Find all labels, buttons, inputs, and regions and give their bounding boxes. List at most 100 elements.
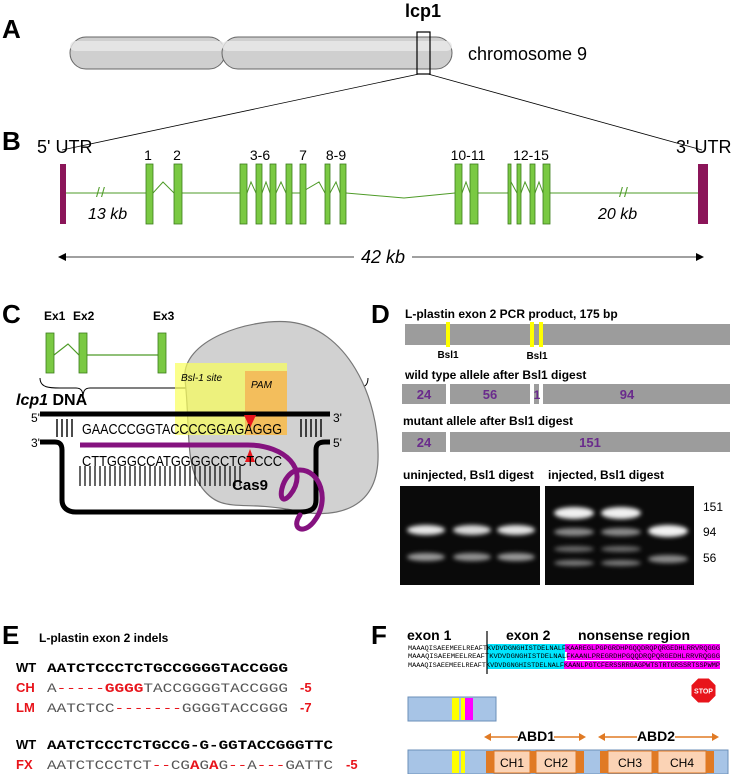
- exon-4: [255, 163, 263, 225]
- utr5-label: 5' UTR: [37, 137, 92, 157]
- domain-label: CH3: [618, 756, 642, 770]
- truncated-protein: [407, 696, 497, 722]
- utr5-block: [60, 164, 66, 224]
- exon1-label: exon 1: [407, 627, 452, 643]
- dna-duplex: [40, 411, 330, 532]
- domain-label: CH1: [500, 756, 524, 770]
- panel-label-d: D: [371, 299, 390, 329]
- gel-band: [407, 553, 445, 561]
- bottom-strand: [40, 439, 330, 515]
- panel-label-f: F: [371, 620, 387, 650]
- mut-title: mutant allele after Bsl1 digest: [403, 414, 573, 428]
- prime-label: 5': [333, 436, 342, 450]
- panel-label-b: B: [2, 126, 21, 156]
- gel-band: [554, 560, 594, 566]
- fragment: [450, 432, 730, 452]
- gel-title-uninjected: uninjected, Bsl1 digest: [403, 468, 534, 482]
- fragment-size: 94: [620, 387, 635, 402]
- bsl1-site-marker: [446, 322, 450, 347]
- exon-1: [145, 163, 154, 225]
- exon-7: [324, 163, 331, 225]
- stop-icon: [690, 677, 717, 704]
- bottom-sequence: CTTGGGCCATGGGGCCTCTCCC: [82, 454, 282, 470]
- zoom-line-left: [61, 73, 420, 151]
- exon-2: [173, 163, 183, 225]
- fragment-size: 24: [417, 387, 432, 402]
- exon-ex2: [78, 332, 88, 374]
- gel-band: [497, 525, 535, 535]
- abd1-label: ABD1: [517, 728, 555, 744]
- exon-11: [469, 163, 479, 225]
- svg-text:/: /: [624, 184, 628, 200]
- fragment: [402, 432, 446, 452]
- allele-label-ch: CH: [16, 680, 35, 695]
- total-size: 42 kb: [361, 247, 405, 267]
- nonsense-label: nonsense region: [578, 627, 690, 643]
- exon-label: 8-9: [326, 147, 346, 163]
- cut-site-bottom: [245, 449, 255, 462]
- gel-band: [601, 560, 641, 566]
- indel-size: -7: [300, 700, 312, 715]
- gene-title: lcp1: [405, 1, 441, 21]
- gel-band: [497, 553, 535, 561]
- fragment: [543, 384, 730, 404]
- pam-highlight: [245, 371, 287, 435]
- band-size: 151: [703, 500, 723, 514]
- protein-alignment: [486, 631, 720, 674]
- exon-label-ex2: Ex2: [73, 309, 95, 323]
- gel-band: [554, 546, 594, 552]
- total-length-arrow: [58, 244, 704, 268]
- prime-label: 3': [333, 411, 342, 425]
- svg-text:/: /: [96, 184, 100, 200]
- wt-sequence: AATCTCCCTCTGCCG-G-GGTACCGGGTTC: [47, 738, 333, 753]
- exon-diagram: [39, 332, 369, 399]
- intron-line: [66, 180, 698, 199]
- domain-label: CH2: [544, 756, 568, 770]
- exon-6: [285, 163, 293, 225]
- allele-label-wt: WT: [16, 737, 36, 752]
- fragment: [402, 384, 446, 404]
- chromosome-9: [69, 31, 453, 75]
- fragment: [534, 384, 539, 404]
- fragment-size: 1: [534, 388, 541, 402]
- bsl1-site-label: Bsl-1 site: [181, 373, 223, 384]
- exon-12: [507, 163, 512, 225]
- fragment-size: 56: [483, 387, 497, 402]
- utr3-block: [698, 164, 708, 224]
- fragment-size: 24: [417, 435, 432, 450]
- exon-5: [269, 163, 277, 225]
- exon-6b: [299, 163, 307, 225]
- exon-label: 2: [173, 147, 181, 163]
- gel-band: [453, 525, 491, 535]
- fragment: [450, 384, 530, 404]
- stop-sign: [690, 677, 717, 704]
- gel-band: [648, 555, 688, 563]
- top-sequence: GAACCCGGTACCCCGGAGAGGG: [82, 422, 282, 438]
- gel-band: [648, 525, 688, 537]
- full-protein: [407, 749, 729, 774]
- dna-title: lcp1 DNA: [16, 392, 88, 409]
- pcr-title: L-plastin exon 2 PCR product, 175 bp: [405, 307, 618, 321]
- exon-3: [239, 163, 248, 225]
- exon-10: [454, 163, 463, 225]
- exon-label: 1: [144, 147, 152, 163]
- abd-arrows: [484, 726, 719, 744]
- wt-title: wild type allele after Bsl1 digest: [404, 368, 586, 382]
- exon2-highlight: [487, 644, 565, 669]
- prime-label: 5': [31, 411, 40, 425]
- gel-band: [601, 507, 641, 519]
- zoom-line-right: [427, 73, 703, 151]
- gel-band: [453, 553, 491, 561]
- exon-14: [529, 163, 536, 225]
- gel-band: [407, 525, 445, 535]
- gel-band: [601, 528, 641, 536]
- site-label: Bsl1: [437, 350, 459, 361]
- intron-size-right: 20 kb: [597, 206, 637, 223]
- exon-ex3: [157, 332, 167, 374]
- chromosome-label: chromosome 9: [468, 44, 587, 64]
